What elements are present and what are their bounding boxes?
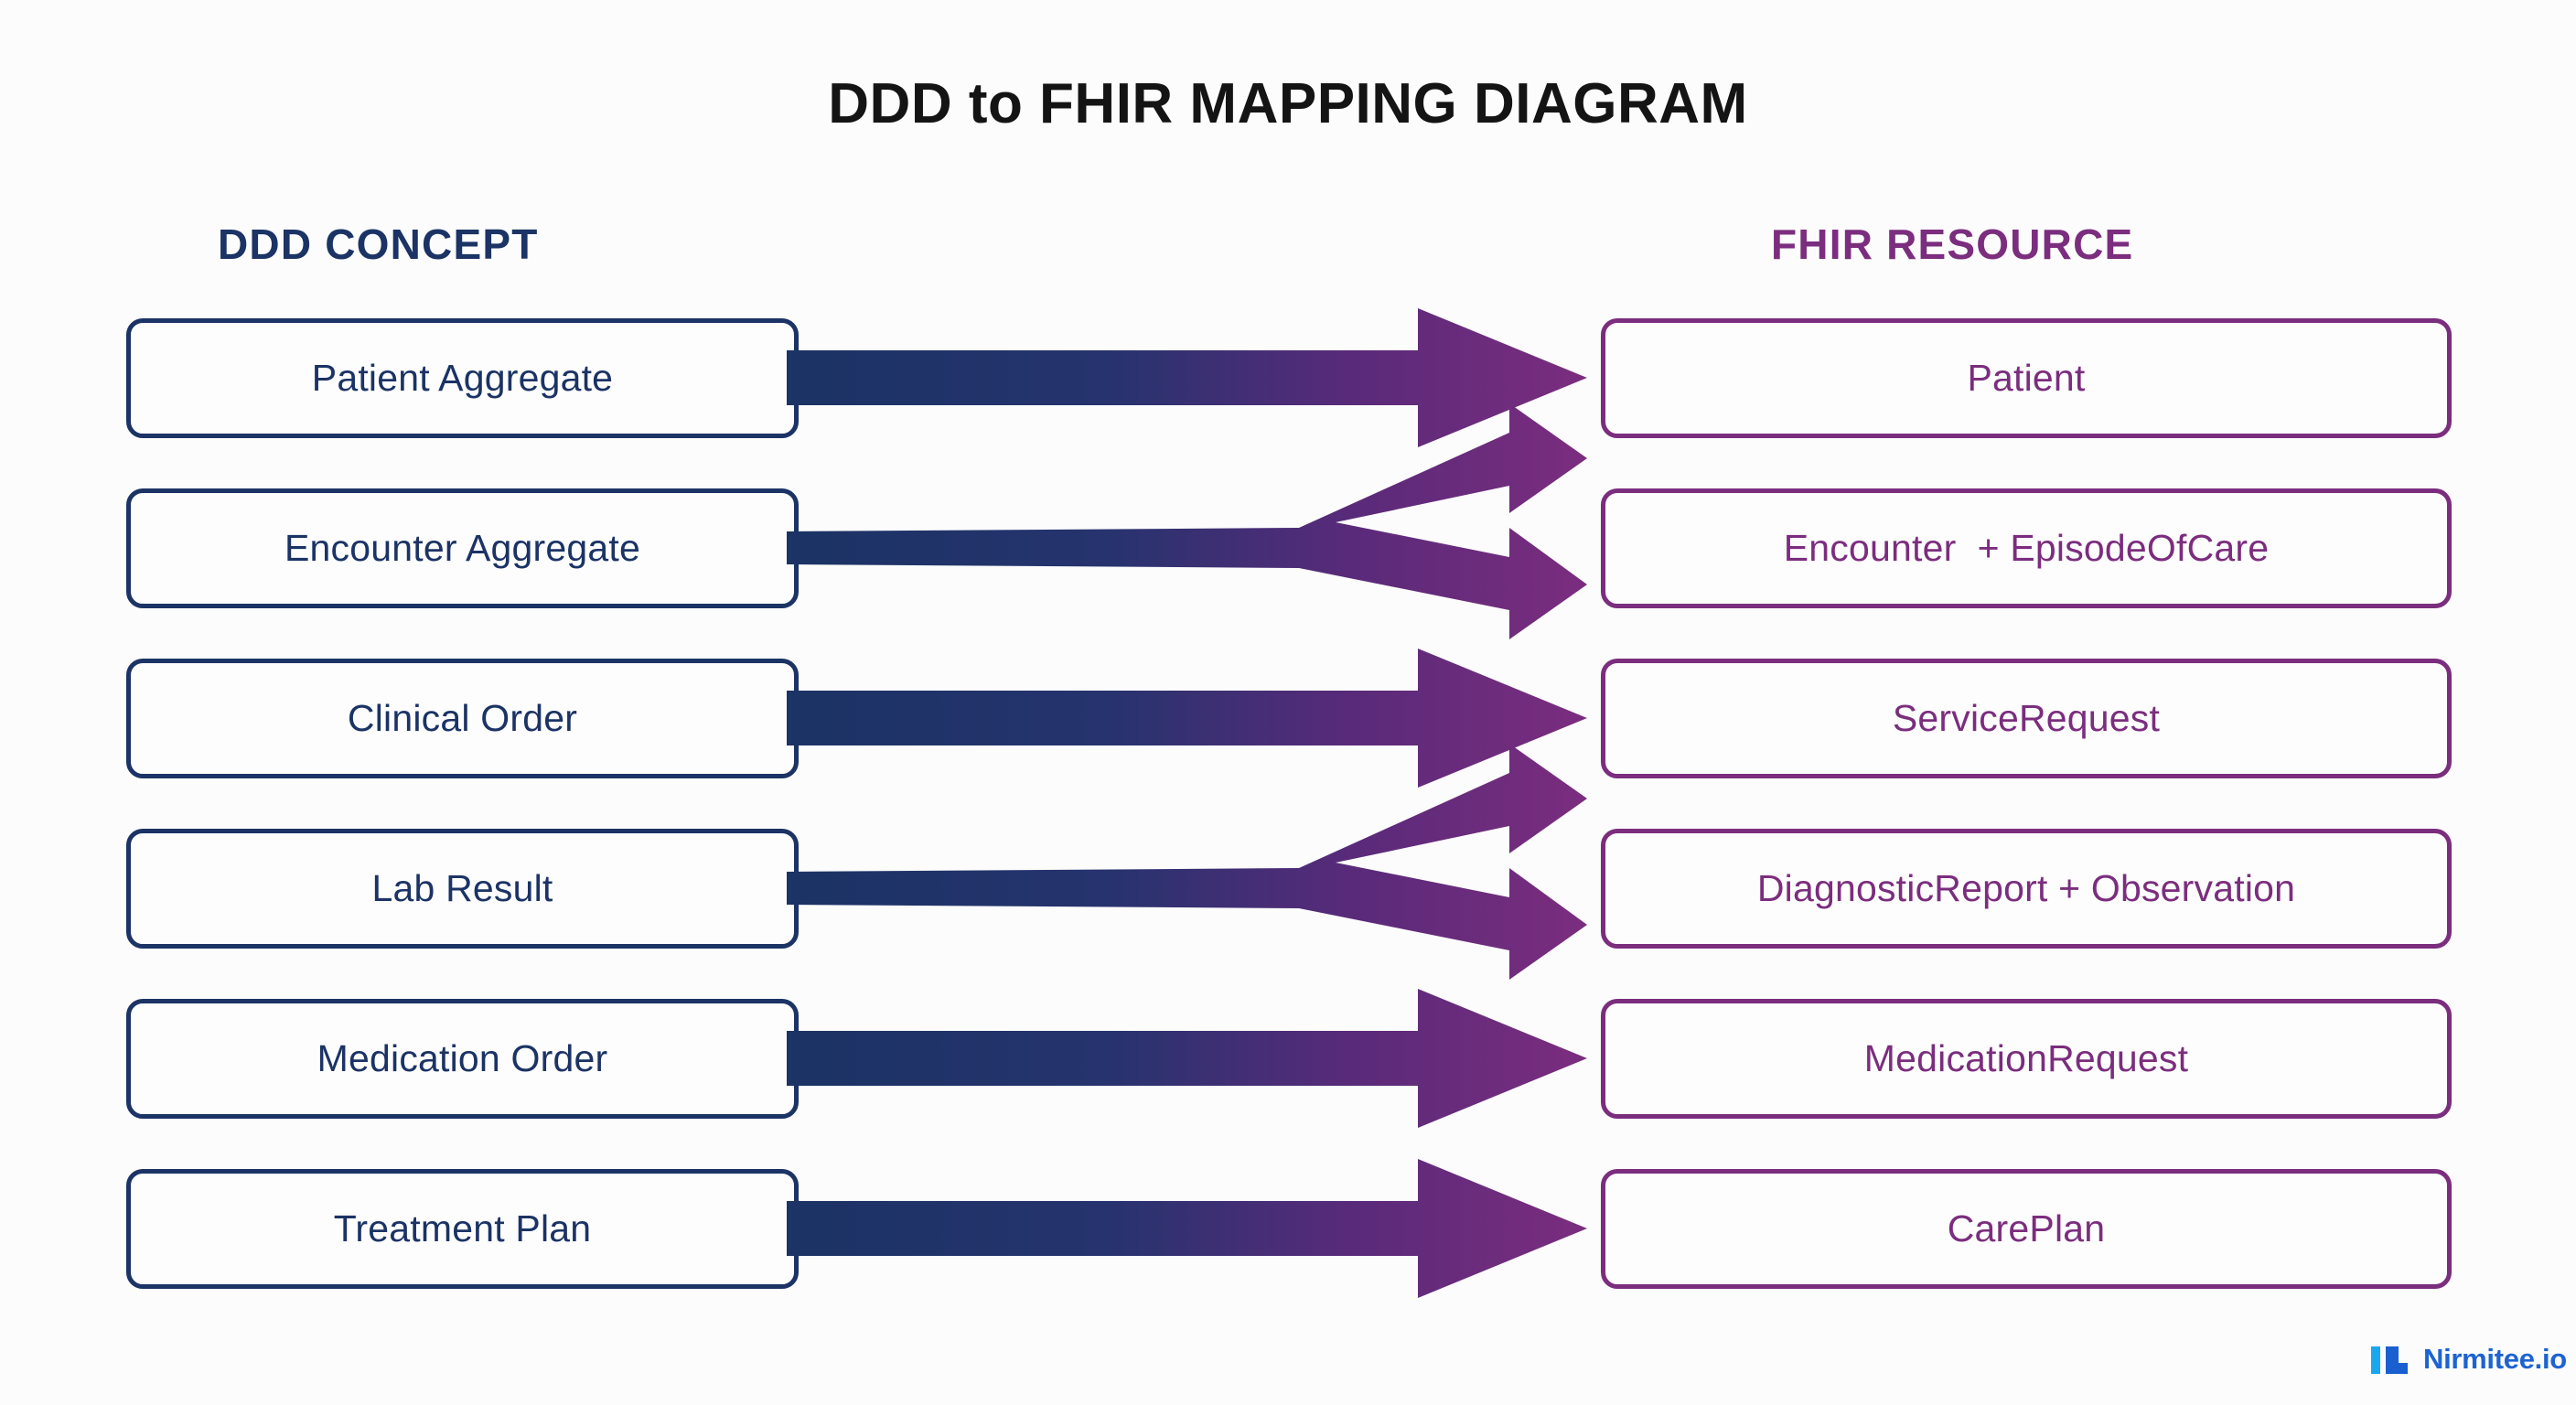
mapping-arrow-icon	[787, 286, 1601, 469]
ddd-concept-box[interactable]: Encounter Aggregate	[126, 488, 799, 608]
mapping-row: Treatment Plan CarePlan	[0, 1159, 2576, 1298]
mapping-arrow-split-icon	[787, 403, 1601, 639]
mapping-row: Patient Aggregate Patient	[0, 308, 2576, 447]
nirmitee-logo-mark-icon	[2371, 1346, 2408, 1374]
fhir-resource-box[interactable]: DiagnosticReport + Observation	[1601, 829, 2452, 949]
page-title: DDD to FHIR MAPPING DIAGRAM	[828, 72, 1748, 135]
mapping-arrow-icon	[787, 627, 1601, 810]
ddd-concept-box[interactable]: Clinical Order	[126, 659, 799, 778]
fhir-resource-box[interactable]: Encounter + EpisodeOfCare	[1601, 488, 2452, 608]
fhir-resource-box[interactable]: CarePlan	[1601, 1169, 2452, 1289]
fhir-resource-box[interactable]: Patient	[1601, 318, 2452, 438]
ddd-concept-box[interactable]: Lab Result	[126, 829, 799, 949]
ddd-concept-box[interactable]: Patient Aggregate	[126, 318, 799, 438]
mapping-arrow-split-icon	[787, 744, 1601, 980]
column-header-ddd-concept: DDD CONCEPT	[218, 220, 539, 268]
mapping-row: Clinical Order ServiceRequest	[0, 649, 2576, 788]
fhir-resource-box[interactable]: ServiceRequest	[1601, 659, 2452, 778]
mapping-row: Lab Result DiagnosticReport + Observation	[0, 744, 2576, 980]
brand-logo: Nirmitee.io	[2371, 1343, 2567, 1376]
ddd-concept-box[interactable]: Medication Order	[126, 999, 799, 1119]
ddd-concept-box[interactable]: Treatment Plan	[126, 1169, 799, 1289]
column-header-fhir-resource: FHIR RESOURCE	[1771, 220, 2134, 268]
mapping-row: Medication Order MedicationRequest	[0, 989, 2576, 1128]
mapping-arrow-icon	[787, 1137, 1601, 1320]
mapping-row: Encounter Aggregate Encounter + EpisodeOf…	[0, 403, 2576, 639]
mapping-arrow-icon	[787, 967, 1601, 1150]
fhir-resource-box[interactable]: MedicationRequest	[1601, 999, 2452, 1119]
brand-logo-text: Nirmitee.io	[2423, 1343, 2567, 1375]
